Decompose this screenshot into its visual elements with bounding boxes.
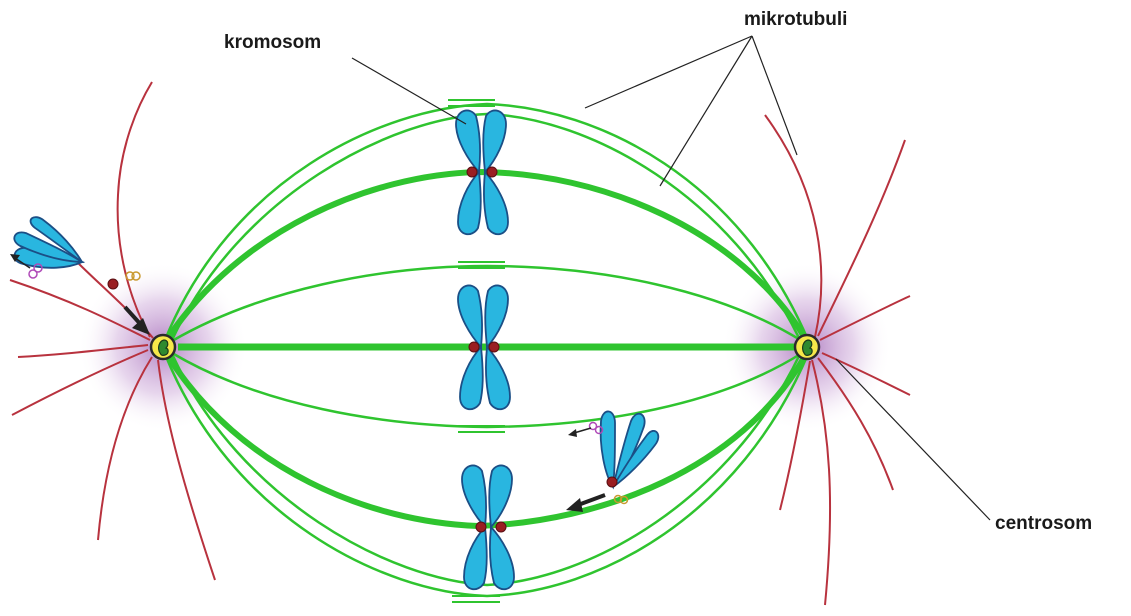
centrosome-icon bbox=[795, 335, 819, 359]
arrow-icon bbox=[568, 428, 591, 437]
chromosome-icon bbox=[601, 411, 659, 487]
centrosome-icon bbox=[151, 335, 175, 359]
chromosome-icon bbox=[7, 212, 92, 283]
mikrotubuli-label: mikrotubuli bbox=[744, 9, 847, 31]
centrosom-label: centrosom bbox=[995, 513, 1092, 535]
kromosom-label: kromosom bbox=[224, 32, 321, 54]
